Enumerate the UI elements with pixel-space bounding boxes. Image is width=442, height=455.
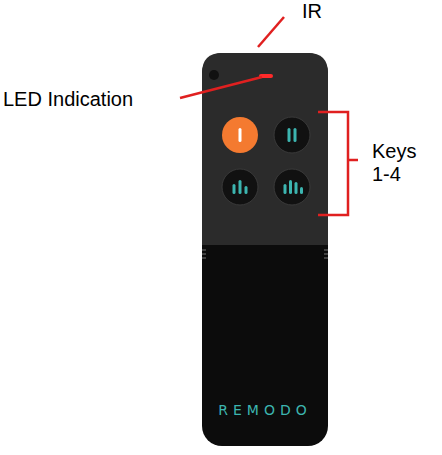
key-symbol: [288, 128, 297, 142]
brand-text: REMODO: [202, 402, 328, 418]
key-symbol: [284, 180, 304, 194]
bracket: [318, 112, 358, 215]
leader-line: [258, 17, 284, 47]
grip-ridges: [202, 250, 328, 258]
key-1: [222, 117, 258, 153]
key-symbol: [233, 180, 248, 194]
key-2: [274, 117, 310, 153]
part-label: IR: [302, 0, 362, 23]
ir-window: [209, 70, 219, 80]
remote-top-panel: [202, 53, 328, 245]
part-label: LED Indication: [3, 88, 173, 111]
remote-body: [202, 53, 328, 446]
leader-line: [180, 77, 262, 98]
key-4: [274, 169, 310, 205]
part-label: Keys 1-4: [372, 140, 432, 186]
key-3: [222, 169, 258, 205]
key-symbol: [239, 128, 242, 142]
